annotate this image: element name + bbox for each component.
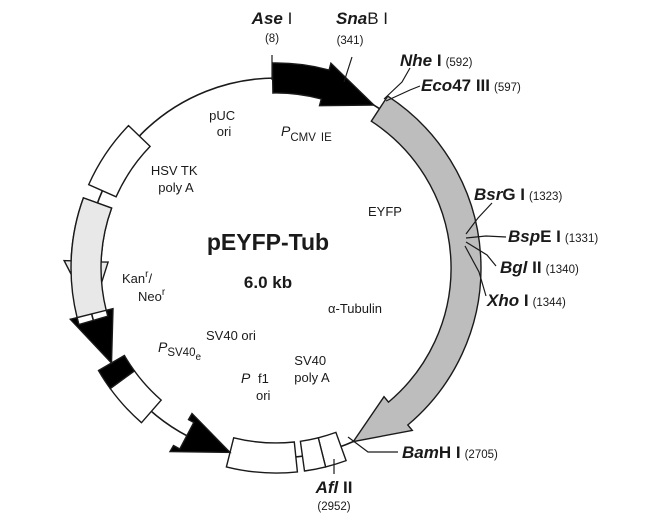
sv40-polya-label: SV40 poly A	[294, 353, 330, 385]
hsv-tk-label: HSV TK poly A	[151, 163, 201, 195]
sv40-polya-box-b	[299, 436, 327, 472]
site-afl2-position: (2952)	[317, 501, 350, 513]
bsrg1-leader	[465, 202, 493, 235]
site-nhe1: Nhe I(592)	[400, 51, 473, 70]
eco47-leader	[385, 85, 421, 102]
puc-ori-label: pUC ori	[209, 108, 239, 139]
kan-neo-body	[70, 197, 113, 319]
site-leader-lines	[271, 55, 507, 474]
xho1-leader	[464, 245, 487, 297]
eyfp-label: EYFP	[368, 204, 402, 219]
hsv-tk-polya-box	[87, 124, 152, 198]
site-xho1: Xho I(1344)	[486, 291, 566, 310]
f1-ori-box	[225, 436, 299, 474]
eyfp-tubulin-arrow	[351, 95, 482, 443]
bspe1-leader	[465, 235, 507, 239]
plasmid-name: pEYFP-Tub	[207, 229, 329, 255]
p-f1-label: P f1 ori	[241, 370, 273, 403]
nhe1-leader	[383, 67, 411, 100]
site-ase1: Ase I	[251, 9, 293, 28]
site-bspe1: BspE I(1331)	[508, 227, 598, 246]
psv40e-label: PSV40e	[158, 339, 201, 363]
tubulin-label: α-Tubulin	[328, 301, 382, 316]
sv40-ori-label: SV40 ori	[206, 328, 256, 343]
sv40-ori-black	[97, 354, 136, 390]
feature-arcs	[62, 61, 482, 474]
p-f1-arrow	[168, 412, 232, 454]
snab1-leader	[343, 56, 353, 83]
bamh1-leader	[347, 436, 398, 453]
pcmv-promoter-arrow	[271, 61, 376, 107]
bgl2-leader	[465, 241, 497, 267]
psv40e-arrow	[68, 307, 114, 365]
site-afl2: Afl II	[315, 478, 353, 497]
site-snab1-position: (341)	[337, 35, 364, 47]
site-eco47: Eco47 III(597)	[421, 76, 521, 95]
plasmid-size: 6.0 kb	[244, 273, 292, 292]
site-bsrg1: BsrG I(1323)	[474, 185, 562, 204]
site-snab1: SnaB I	[336, 9, 388, 28]
site-bgl2: Bgl II(1340)	[500, 258, 579, 277]
kan-neo-label: Kanr/ Neor	[122, 269, 166, 304]
site-bamh1: BamH I(2705)	[402, 443, 498, 462]
site-ase1-position: (8)	[265, 33, 279, 45]
